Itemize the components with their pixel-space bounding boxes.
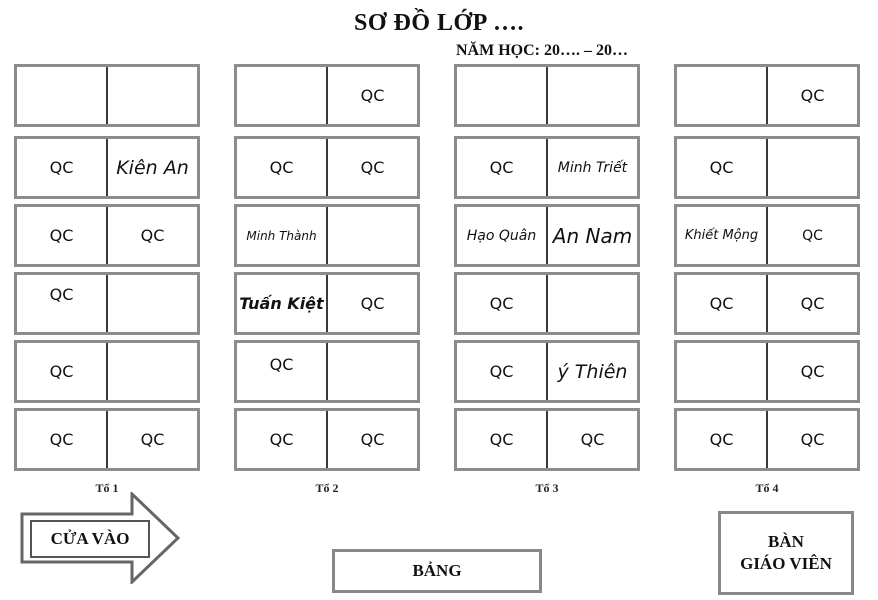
seat: QC <box>326 139 417 196</box>
seat: QC <box>49 158 74 177</box>
seat <box>17 67 106 124</box>
seat <box>546 275 637 332</box>
seat: QC <box>269 430 294 449</box>
seat <box>677 67 766 124</box>
desk: QC QC <box>674 272 860 335</box>
teacher-desk-line-1: BÀN <box>768 532 804 551</box>
desk: QC <box>454 272 640 335</box>
entrance-arrow: CỬA VÀO <box>20 490 182 586</box>
seat: QC <box>49 430 74 449</box>
desk: QC <box>674 340 860 403</box>
seat: QC <box>489 294 514 313</box>
seat <box>106 67 197 124</box>
group-label: Tổ 2 <box>315 481 339 495</box>
seat <box>106 275 197 332</box>
seat: QC <box>326 275 417 332</box>
seat: QC <box>106 411 197 468</box>
desk: QC <box>234 64 420 127</box>
desk: QC Kiên An <box>14 136 200 199</box>
seat: QC <box>766 67 857 124</box>
seat: QC <box>489 362 514 381</box>
blackboard: BẢNG <box>332 549 542 593</box>
seat: QC <box>766 207 857 264</box>
entrance-label: CỬA VÀO <box>30 520 150 558</box>
seat: QC <box>709 430 734 449</box>
seat: QC <box>766 275 857 332</box>
seat: QC <box>489 158 514 177</box>
desk: QC QC <box>674 408 860 471</box>
teacher-desk: BÀN GIÁO VIÊN <box>718 511 854 595</box>
seat: QC <box>269 355 294 374</box>
seat: Hạo Quân <box>466 227 537 244</box>
desk: QC <box>674 136 860 199</box>
seat: ý Thiên <box>546 343 637 400</box>
seat <box>546 67 637 124</box>
group-label: Tổ 1 <box>95 481 119 495</box>
desk: QC QC <box>454 408 640 471</box>
seat: Minh Triết <box>546 139 637 196</box>
desk: QC ý Thiên <box>454 340 640 403</box>
group-label: Tổ 3 <box>535 481 559 495</box>
seat: QC <box>106 207 197 264</box>
seat: QC <box>766 411 857 468</box>
seat: Khiết Mộng <box>684 228 759 243</box>
seat <box>237 67 326 124</box>
seat <box>106 343 197 400</box>
desk: Khiết Mộng QC <box>674 204 860 267</box>
seat: Tuấn Kiệt <box>239 294 324 313</box>
desk: QC QC <box>234 136 420 199</box>
seat: QC <box>709 158 734 177</box>
desk: QC QC <box>234 408 420 471</box>
seat: QC <box>49 362 74 381</box>
seat <box>326 207 417 264</box>
group-label: Tổ 4 <box>755 481 779 495</box>
desk <box>14 64 200 127</box>
seat: QC <box>49 285 74 304</box>
desk: QC <box>234 340 420 403</box>
seat <box>326 343 417 400</box>
page-title: SƠ ĐỒ LỚP …. <box>353 10 525 36</box>
desk: QC QC <box>14 204 200 267</box>
desk: QC <box>674 64 860 127</box>
seat: QC <box>326 67 417 124</box>
teacher-desk-line-2: GIÁO VIÊN <box>740 554 832 573</box>
desk: Hạo Quân An Nam <box>454 204 640 267</box>
seat: QC <box>546 411 637 468</box>
seat: QC <box>49 226 74 245</box>
desk: Tuấn Kiệt QC <box>234 272 420 335</box>
desk: QC <box>14 272 200 335</box>
seat <box>766 139 857 196</box>
desk <box>454 64 640 127</box>
seat: QC <box>489 430 514 449</box>
seat: An Nam <box>546 207 637 264</box>
seat <box>677 343 766 400</box>
desk: Minh Thành <box>234 204 420 267</box>
desk: QC Minh Triết <box>454 136 640 199</box>
school-year: NĂM HỌC: 20…. – 20… <box>456 42 628 59</box>
seat: QC <box>766 343 857 400</box>
seat: QC <box>709 294 734 313</box>
seat: Kiên An <box>106 139 197 196</box>
seat: QC <box>326 411 417 468</box>
seat: QC <box>269 158 294 177</box>
seat: Minh Thành <box>246 228 317 243</box>
desk: QC QC <box>14 408 200 471</box>
desk: QC <box>14 340 200 403</box>
seat <box>457 67 546 124</box>
